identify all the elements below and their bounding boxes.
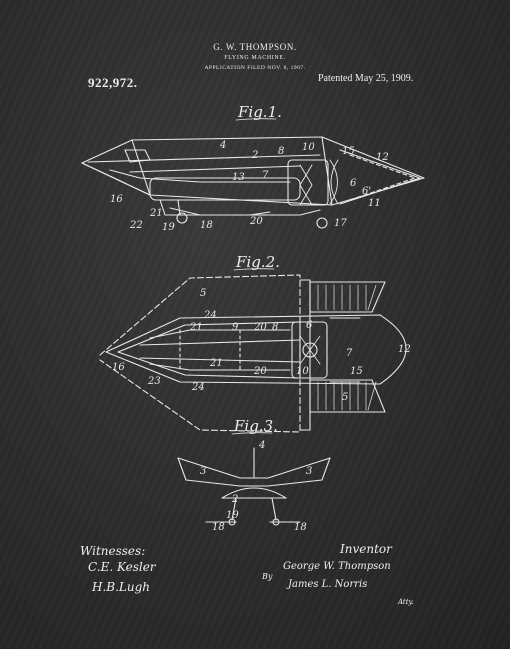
svg-text:3: 3 <box>200 466 206 477</box>
svg-text:20: 20 <box>249 216 263 227</box>
svg-text:7: 7 <box>262 170 269 181</box>
svg-text:13: 13 <box>232 172 245 183</box>
svg-text:10: 10 <box>296 366 309 377</box>
attorney-signature: James L. Norris <box>288 579 368 590</box>
svg-text:8: 8 <box>272 322 278 333</box>
svg-text:24: 24 <box>191 382 205 393</box>
witnesses-label: Witnesses: <box>80 544 146 558</box>
svg-text:17: 17 <box>334 218 347 229</box>
svg-text:3: 3 <box>306 466 312 477</box>
svg-text:19: 19 <box>162 222 175 233</box>
svg-text:2: 2 <box>231 494 238 505</box>
svg-text:11: 11 <box>368 198 381 209</box>
svg-text:18: 18 <box>200 220 213 231</box>
svg-text:18: 18 <box>294 522 307 533</box>
svg-text:16: 16 <box>110 194 123 205</box>
svg-text:21: 21 <box>209 358 223 369</box>
svg-text:4: 4 <box>219 140 226 151</box>
witness-signature-1: C.E. Kesler <box>88 560 156 574</box>
header-inventor: G. W. THOMPSON. <box>213 42 297 52</box>
svg-text:6: 6 <box>350 178 357 189</box>
svg-text:24: 24 <box>203 310 217 321</box>
fig1-label: Fig.1. <box>238 103 282 121</box>
svg-text:15: 15 <box>350 366 363 377</box>
attorney-label: Atty. <box>398 598 414 606</box>
svg-text:9: 9 <box>232 322 239 333</box>
svg-text:7: 7 <box>346 348 353 359</box>
patent-number: 922,972. <box>88 75 138 90</box>
svg-text:4: 4 <box>258 440 265 451</box>
svg-text:23: 23 <box>147 376 161 387</box>
svg-text:12: 12 <box>376 152 389 163</box>
svg-text:16: 16 <box>112 362 125 373</box>
svg-text:22: 22 <box>129 220 143 231</box>
header-title: FLYING MACHINE. <box>224 55 286 61</box>
fig1-drawing <box>81 136 425 229</box>
by-label: By <box>262 572 273 581</box>
svg-text:5: 5 <box>200 288 206 299</box>
svg-text:10: 10 <box>302 142 315 153</box>
fig-label-underlines <box>231 118 277 435</box>
svg-text:6': 6' <box>362 186 371 197</box>
svg-text:15: 15 <box>342 146 355 157</box>
witness-signature-2: H.B.Lugh <box>92 580 151 594</box>
svg-text:6: 6 <box>306 320 313 331</box>
svg-text:5: 5 <box>342 392 348 403</box>
inventor-label: Inventor <box>340 542 392 556</box>
fig2-drawing <box>99 274 407 433</box>
svg-text:2: 2 <box>251 150 258 161</box>
fig3-label: Fig.3. <box>234 417 278 435</box>
header-filed-date: APPLICATION FILED NOV. 8, 1907. <box>204 65 306 71</box>
svg-text:21: 21 <box>189 322 203 333</box>
inventor-signature: George W. Thompson <box>283 561 391 572</box>
svg-text:19: 19 <box>226 510 239 521</box>
svg-text:20: 20 <box>253 322 267 333</box>
fig2-label: Fig.2. <box>236 253 280 271</box>
svg-text:8: 8 <box>278 146 284 157</box>
patent-date: Patented May 25, 1909. <box>318 73 414 84</box>
fig3-drawing <box>177 447 331 526</box>
svg-text:21: 21 <box>149 208 163 219</box>
svg-text:20: 20 <box>253 366 267 377</box>
svg-text:12: 12 <box>398 344 411 355</box>
svg-text:18: 18 <box>212 522 225 533</box>
